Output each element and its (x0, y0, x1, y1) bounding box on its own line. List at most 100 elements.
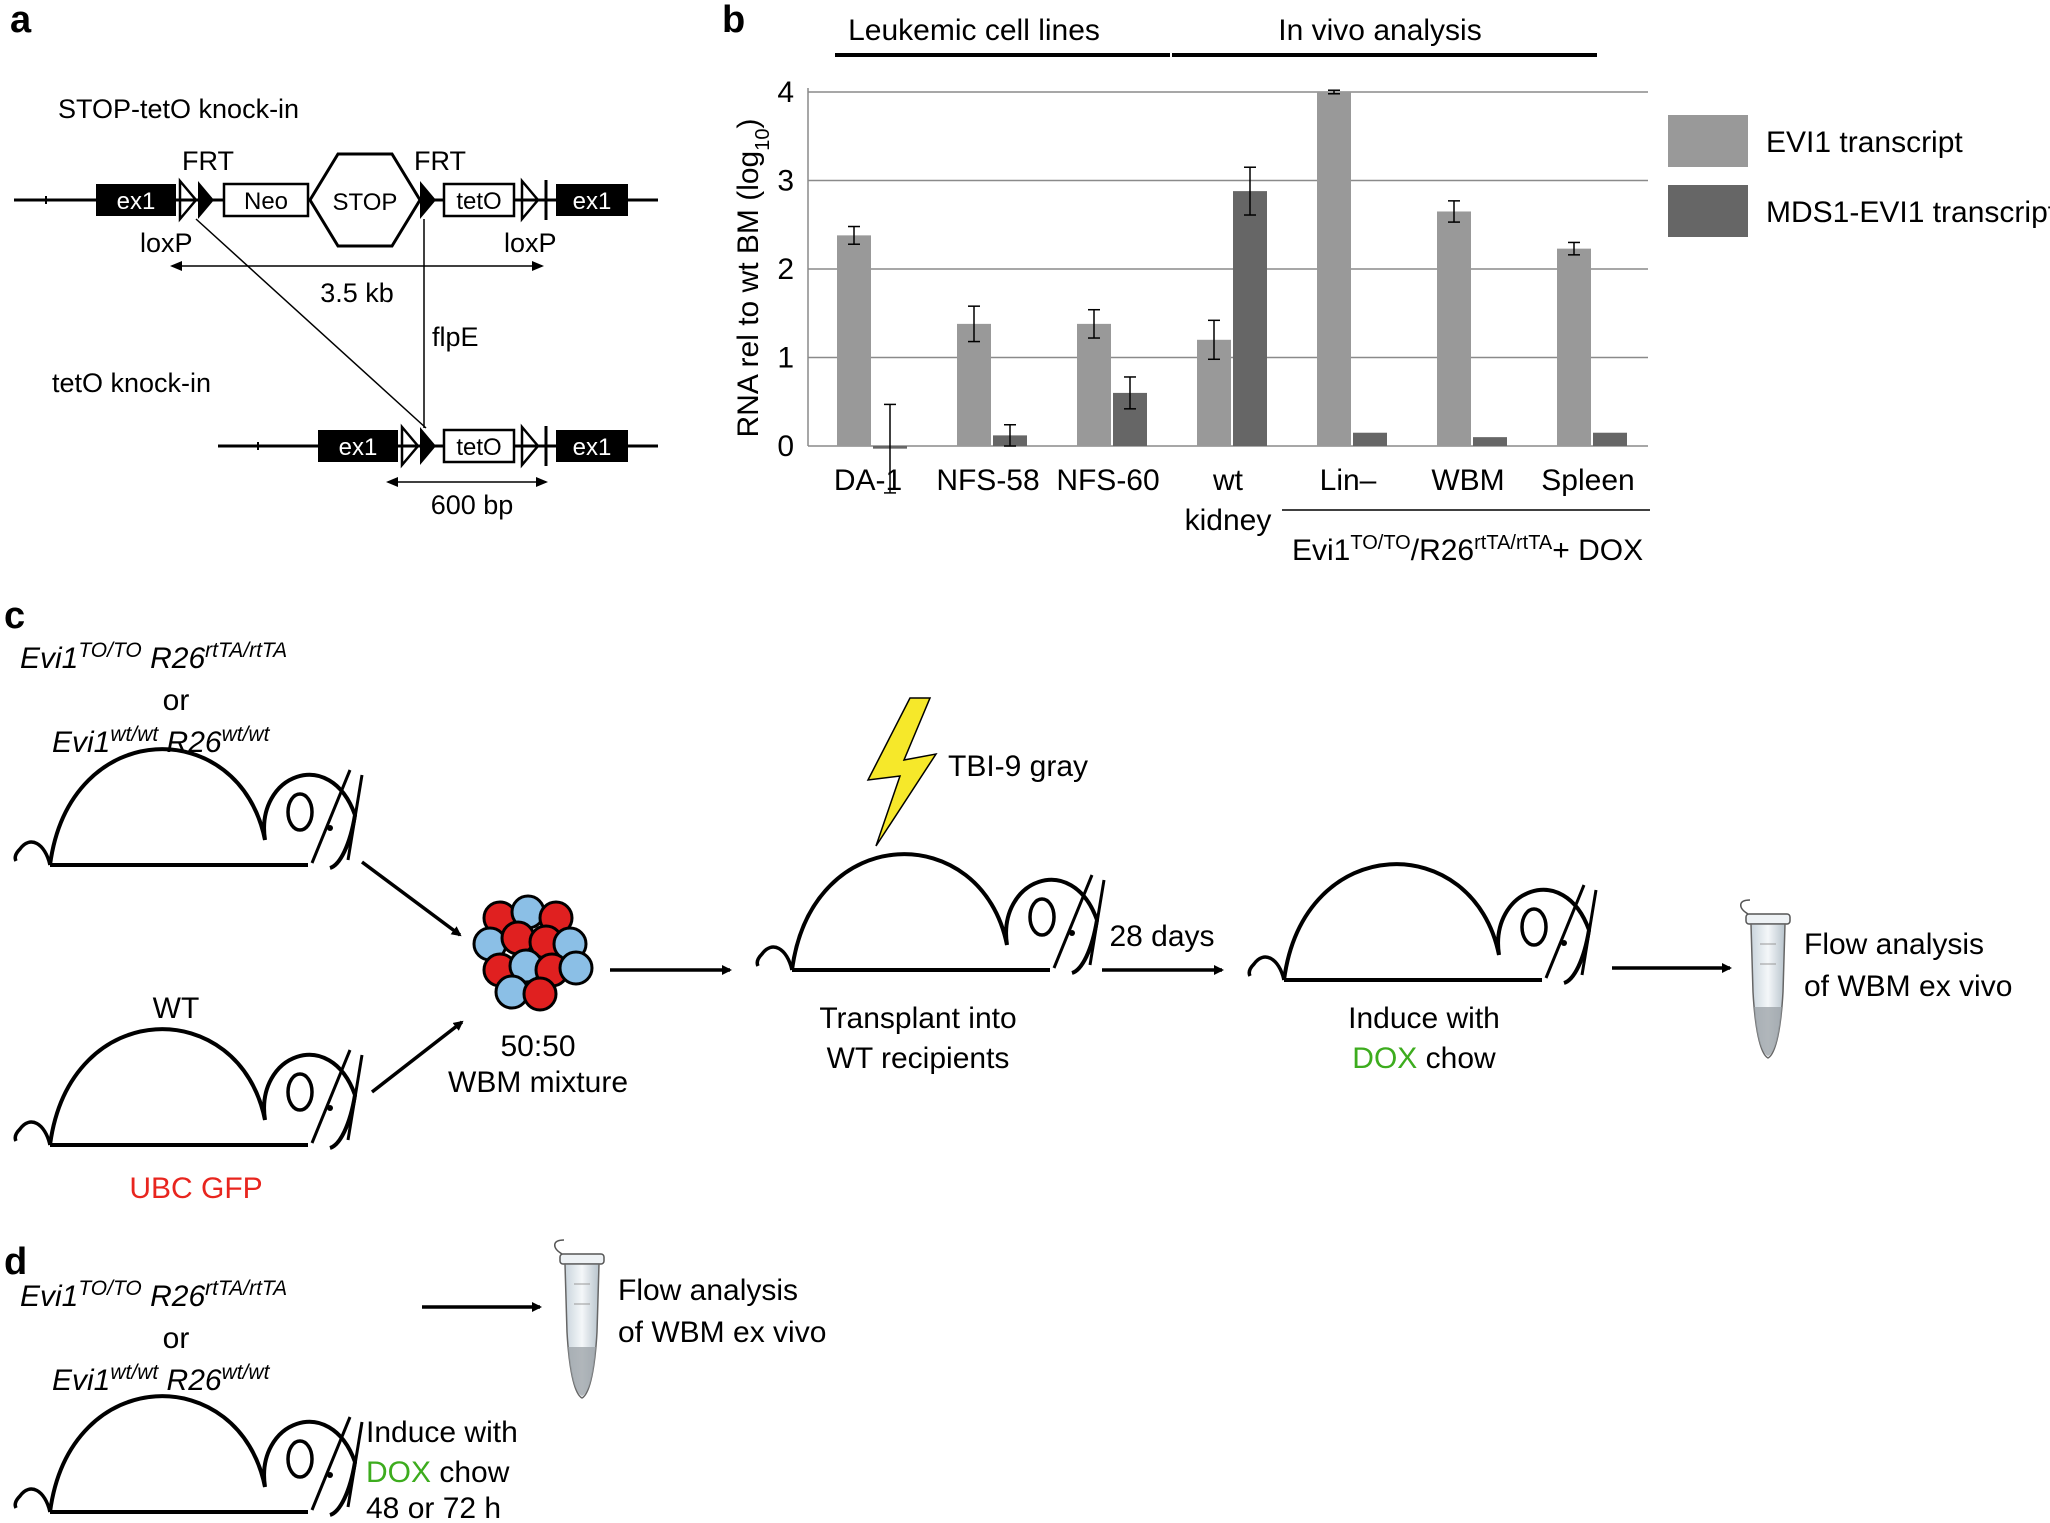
or-label-d: or (163, 1322, 190, 1355)
flpe-label: flpE (432, 322, 479, 352)
mix-label-ratio: 50:50 (500, 1030, 575, 1063)
donor-genotype-1: Evi1TO/TO R26rtTA/rtTA (20, 639, 287, 676)
x-tick-line2-3: kidney (1185, 504, 1272, 537)
teto-label-top: tetO (456, 188, 501, 215)
induce-label-2: DOX chow (1352, 1042, 1496, 1075)
loxp-triangle-left (178, 177, 198, 223)
loxp-triangle-right (520, 177, 540, 223)
ex1-box-bottom-left (318, 430, 398, 462)
stop-hexagon (308, 152, 422, 248)
y-tick-0: 0 (777, 430, 794, 463)
d-induce-label-1: Induce with (366, 1416, 518, 1449)
x-tick-3: wt (1212, 464, 1244, 497)
transplant-label-2: WT recipients (827, 1042, 1010, 1075)
lightning-icon (866, 697, 938, 847)
neo-label: Neo (244, 188, 288, 215)
transgenic-group-label: Evi1TO/TO/R26rtTA/rtTA+ DOX (1292, 532, 1643, 567)
neo-box (222, 182, 310, 218)
ex1-label-bottom-left: ex1 (339, 434, 378, 461)
loxp-triangle-bottom-left (400, 423, 420, 469)
bar-1-3 (1233, 191, 1267, 446)
flow-label-1-c: Flow analysis (1804, 928, 1984, 961)
ubc-gfp-label: UBC GFP (129, 1172, 262, 1205)
bar-0-1 (957, 323, 991, 446)
frt-label-left: FRT (182, 146, 234, 176)
x-tick-2: NFS-60 (1056, 464, 1159, 497)
teto-label-bottom: tetO (456, 434, 501, 461)
legend-label-mds1: MDS1-EVI1 transcript (1766, 196, 2050, 229)
arrow-donor1-to-mix (360, 860, 462, 937)
flow-label-2-d: of WBM ex vivo (618, 1316, 826, 1349)
mix-label-wbm: WBM mixture (448, 1066, 628, 1099)
y-axis-title: RNA rel to wt BM (log10) (732, 119, 774, 438)
loxp-triangle-bottom-right (520, 423, 540, 469)
mouse-icon-donor-wt (13, 1027, 364, 1150)
group-label-invivo: In vivo analysis (1278, 14, 1481, 47)
cell-mixture-cluster (472, 894, 594, 1012)
mouse-icon-donor-transgenic (13, 747, 364, 870)
d-induce-label-2: DOX chow (366, 1456, 510, 1489)
loxp-label-left: loxP (140, 228, 193, 258)
legend-swatch-mds1 (1668, 185, 1748, 237)
x-tick-4: Lin– (1320, 464, 1377, 497)
induce-label-1: Induce with (1348, 1002, 1500, 1035)
frt-label-right: FRT (414, 146, 466, 176)
arrow-donor2-to-mix (370, 1020, 464, 1094)
tube-icon-c (1740, 899, 1791, 1059)
teto-box-bottom (442, 428, 516, 464)
bar-1-4 (1353, 432, 1387, 446)
ex1-box-bottom-right (556, 430, 628, 462)
ex1-label-right: ex1 (573, 188, 612, 215)
frt-triangle-right (420, 181, 436, 219)
legend-swatch-evi1 (1668, 115, 1748, 167)
donor-genotype-2: Evi1wt/wt R26wt/wt (52, 723, 271, 760)
bar-0-6 (1557, 248, 1591, 446)
or-label-c: or (163, 684, 190, 717)
legend-label-evi1: EVI1 transcript (1766, 126, 1963, 159)
bar-0-0 (837, 235, 871, 446)
stop-label: STOP (333, 189, 398, 216)
tbi-label: TBI-9 gray (948, 750, 1088, 783)
mouse-icon-recipient (755, 852, 1106, 975)
size-label-bottom: 600 bp (431, 490, 514, 520)
mouse-icon-induced (1247, 862, 1598, 985)
recombination-line-diag (195, 218, 427, 429)
loxp-label-right: loxP (504, 228, 557, 258)
d-induce-label-3: 48 or 72 h (366, 1492, 501, 1523)
days-label: 28 days (1109, 920, 1214, 953)
tube-icon-d (554, 1239, 605, 1399)
transplant-label-1: Transplant into (819, 1002, 1016, 1035)
bar-0-2 (1077, 323, 1111, 446)
flow-label-2-c: of WBM ex vivo (1804, 970, 2012, 1003)
chart-grid (807, 88, 1648, 447)
y-tick-1: 1 (777, 342, 794, 375)
panel-label-c: c (4, 595, 25, 637)
bar-0-4 (1317, 92, 1351, 446)
panel-label-b: b (722, 0, 745, 41)
panel-label-a: a (10, 0, 32, 41)
ex1-box-left (96, 184, 176, 216)
frt-triangle-bottom (420, 427, 436, 465)
y-tick-3: 3 (777, 165, 794, 198)
ex1-label-bottom-right: ex1 (573, 434, 612, 461)
bar-1-5 (1473, 437, 1507, 446)
x-tick-1: NFS-58 (936, 464, 1039, 497)
panel-c: c Evi1TO/TO R26rtTA/rtTA or Evi1wt/wt R2… (4, 595, 2012, 1205)
ex1-box-right (556, 184, 628, 216)
legend: EVI1 transcript MDS1-EVI1 transcript (1668, 115, 2050, 237)
y-tick-4: 4 (777, 76, 794, 109)
stop-teto-title: STOP-tetO knock-in (58, 94, 299, 124)
panel-label-d: d (4, 1241, 27, 1283)
panel-a: a STOP-tetO knock-in ex1 Neo STOP tetO e… (10, 0, 658, 520)
x-tick-6: Spleen (1541, 464, 1634, 497)
panel-b: b Leukemic cell lines In vivo analysis R… (722, 0, 2050, 567)
x-tick-0: DA-1 (834, 464, 902, 497)
chart-bars (837, 89, 1627, 494)
ex1-label-left: ex1 (117, 188, 156, 215)
frt-triangle-left (198, 181, 214, 219)
flow-label-1-d: Flow analysis (618, 1274, 798, 1307)
d-genotype-1: Evi1TO/TO R26rtTA/rtTA (20, 1277, 287, 1314)
